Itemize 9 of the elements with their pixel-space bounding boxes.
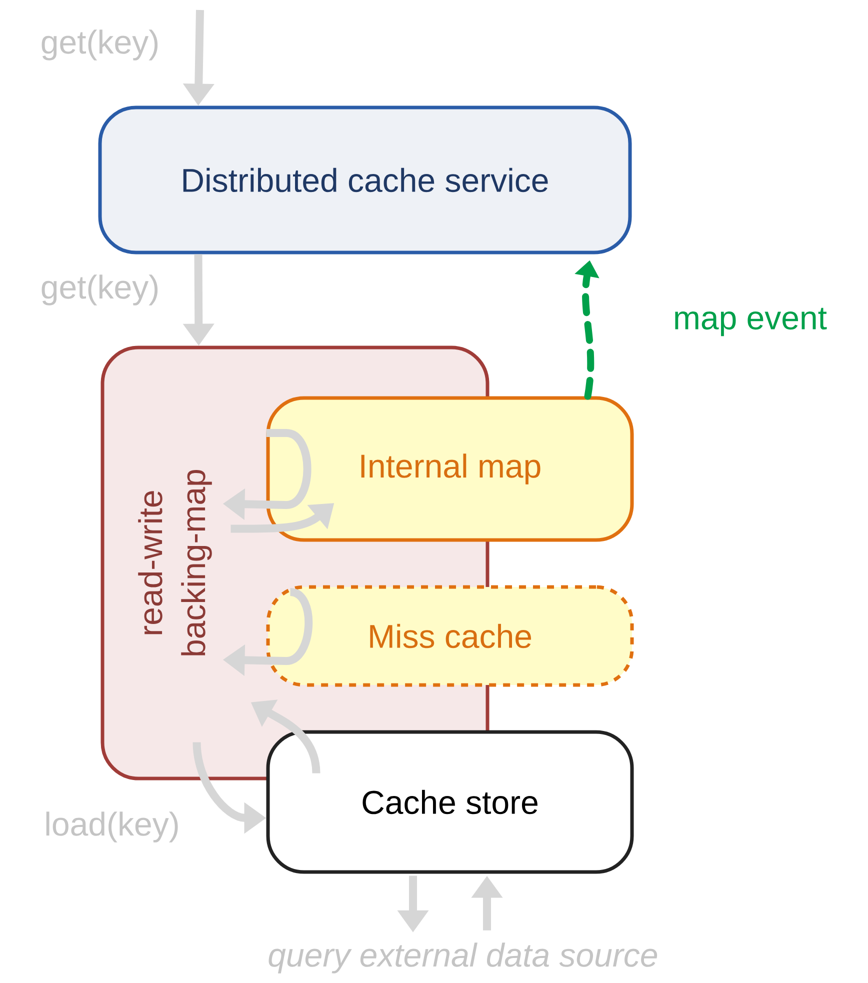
store-box: Cache store xyxy=(266,730,634,874)
edge-label: map event xyxy=(675,308,827,336)
service-box: Distributed cache service xyxy=(98,106,632,254)
edge-label: get(key) xyxy=(42,274,158,306)
map-box: Internal map xyxy=(266,396,634,542)
miss-cache-box: Miss cache xyxy=(266,585,634,687)
edge-label: load(key) xyxy=(46,812,178,842)
source-label: query external data source xyxy=(268,942,658,974)
edge-label: get(key) xyxy=(42,30,158,60)
